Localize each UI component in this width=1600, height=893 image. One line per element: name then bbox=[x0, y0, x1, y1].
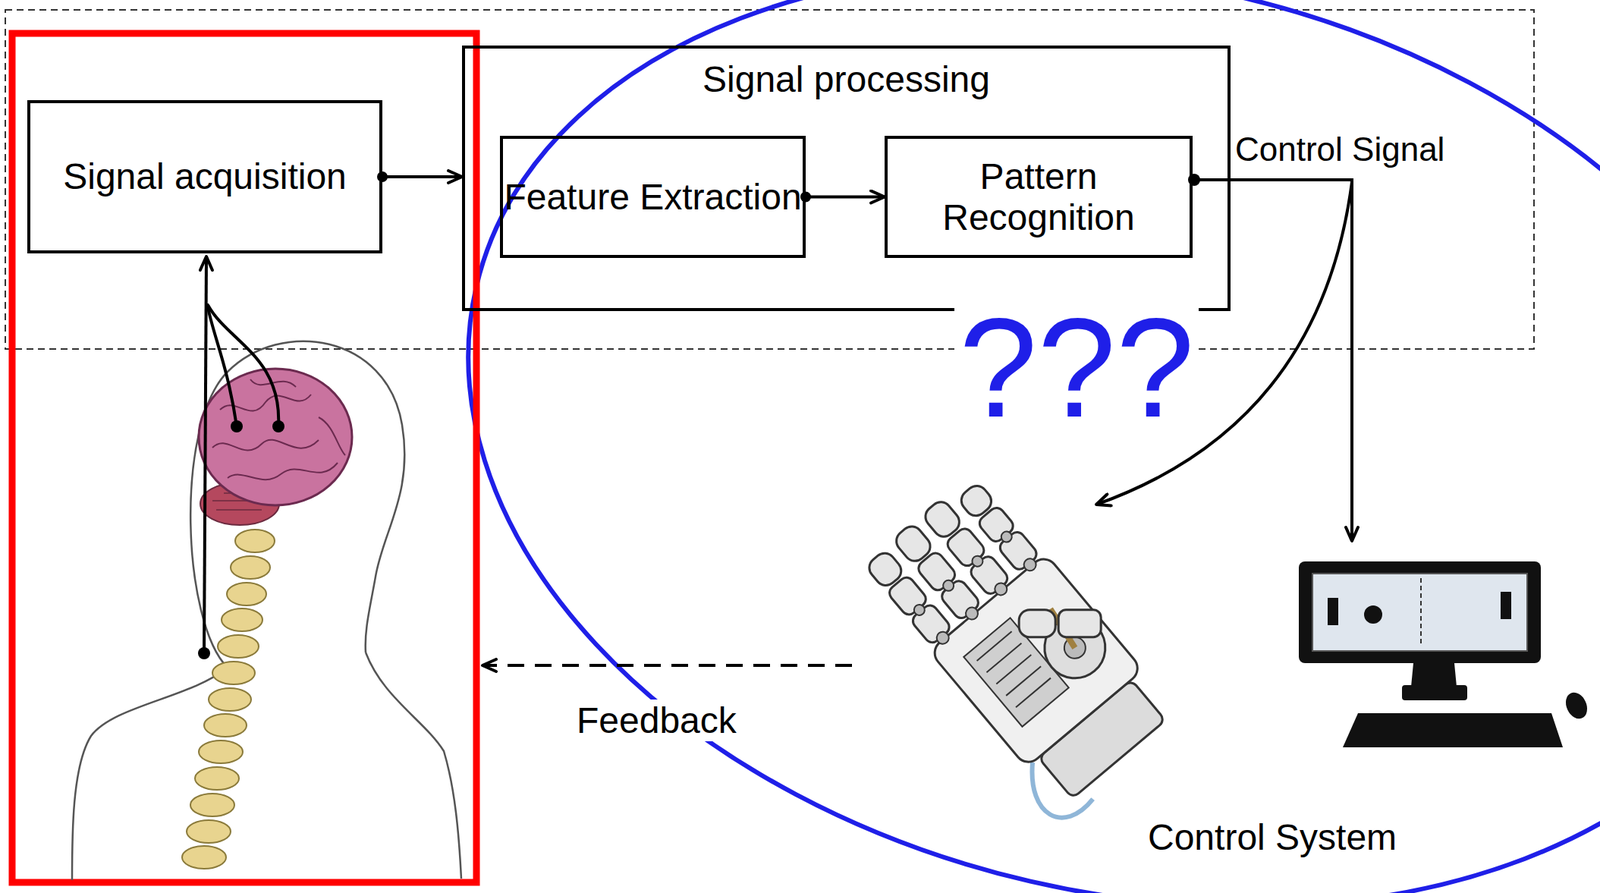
sensor-wires-part bbox=[272, 420, 285, 433]
control-system-ellipse bbox=[374, 0, 1600, 893]
connector-dot bbox=[800, 191, 812, 203]
computer-icon-part bbox=[1420, 578, 1422, 647]
group-box: Signal processingFeature Extraction Patte… bbox=[462, 45, 1231, 312]
robot-hand-part-part bbox=[1021, 556, 1039, 574]
sensor-wires bbox=[198, 256, 285, 660]
robot-hand-part-part bbox=[911, 602, 928, 618]
computer-icon-part bbox=[1401, 685, 1468, 701]
sensor-wires-part bbox=[230, 420, 243, 433]
sensor-wires-part bbox=[207, 304, 279, 427]
spine-part bbox=[204, 713, 247, 737]
spine-part bbox=[221, 608, 263, 632]
computer-icon-part bbox=[1327, 597, 1339, 626]
question-marks: ??? bbox=[954, 297, 1199, 439]
robot-hand-part-part bbox=[970, 553, 986, 569]
box-text: Pattern Recognition bbox=[887, 156, 1190, 239]
robot-hand bbox=[848, 465, 1192, 829]
computer-icon-part bbox=[1562, 688, 1592, 723]
spine-part bbox=[230, 556, 271, 579]
spine-part bbox=[226, 582, 267, 606]
robot-hand-part bbox=[929, 553, 1144, 768]
sensor-wires-part bbox=[204, 256, 207, 654]
robot-hand-part bbox=[863, 473, 1040, 646]
computer-icon-part bbox=[1411, 663, 1457, 687]
robot-hand-part-part bbox=[1058, 609, 1101, 638]
body-outline bbox=[190, 341, 405, 668]
computer-icon-part bbox=[1298, 561, 1541, 664]
flow-arrow bbox=[805, 195, 885, 199]
computer-icon-part bbox=[1364, 605, 1383, 624]
region-label: Control System bbox=[1143, 816, 1402, 859]
robot-hand-part-part bbox=[933, 628, 952, 647]
robot-hand-part-part bbox=[999, 529, 1015, 545]
box-text: Feature Extraction bbox=[503, 176, 802, 218]
flow-arrow bbox=[382, 175, 463, 179]
sensor-wires-part bbox=[198, 647, 211, 660]
computer-icon bbox=[1298, 561, 1591, 748]
connector-dot bbox=[377, 171, 388, 183]
feedback-label: Feedback bbox=[572, 699, 742, 742]
robot-hand-part-part bbox=[963, 604, 981, 623]
robot-hand-part-part bbox=[940, 578, 956, 594]
signal-label: Control Signal bbox=[1230, 130, 1450, 170]
robot-hand-part-part bbox=[921, 497, 964, 541]
spine-part bbox=[190, 793, 235, 817]
spine-part bbox=[208, 688, 252, 711]
robot-hand-part bbox=[1018, 609, 1101, 638]
process-box: Feature Extraction bbox=[499, 135, 806, 258]
robot-hand-part-part bbox=[992, 580, 1010, 598]
computer-icon-part bbox=[1500, 591, 1512, 620]
spine-part bbox=[186, 820, 231, 843]
spine-part bbox=[235, 529, 275, 553]
box-text: Signal acquisition bbox=[62, 156, 347, 198]
spine-part bbox=[182, 845, 227, 869]
spine bbox=[182, 529, 275, 869]
process-box: Signal acquisition bbox=[27, 100, 383, 254]
control-signal-wires-part bbox=[1194, 179, 1352, 541]
robot-hand-part bbox=[977, 631, 1051, 708]
spine-part bbox=[194, 766, 239, 790]
spine-part bbox=[217, 634, 259, 658]
spine-part bbox=[212, 661, 255, 685]
computer-icon-part bbox=[1342, 713, 1563, 748]
feedback-arrow bbox=[482, 663, 852, 667]
group-heading: Signal processing bbox=[465, 59, 1228, 101]
robot-hand-part-part bbox=[864, 548, 906, 590]
robot-hand-part-part bbox=[957, 481, 997, 521]
robot-hand-part-part bbox=[1018, 609, 1056, 638]
process-box: Pattern Recognition bbox=[884, 135, 1193, 258]
person-illustration bbox=[72, 256, 462, 881]
computer-icon-part bbox=[1312, 573, 1528, 651]
spine-part bbox=[198, 740, 243, 764]
robot-hand-part-part bbox=[892, 521, 935, 566]
body-outline bbox=[365, 652, 462, 879]
human-frame bbox=[12, 33, 477, 883]
